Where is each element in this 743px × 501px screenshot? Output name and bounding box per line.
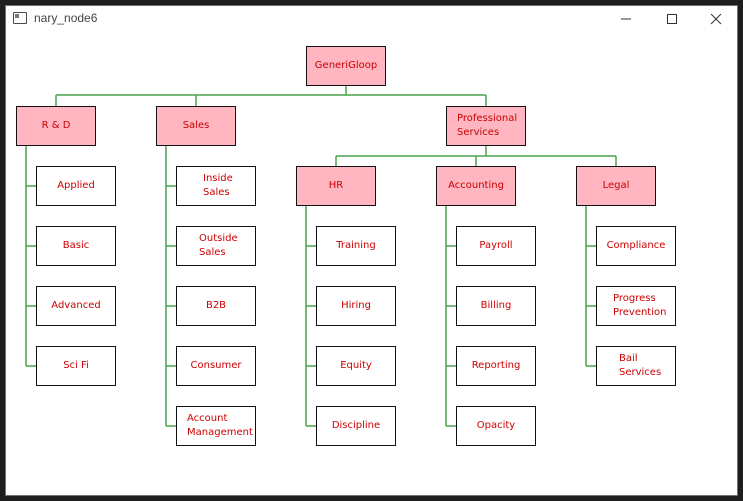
node-legal-progress-prevention[interactable]: Progress Prevention: [596, 286, 676, 326]
tree-canvas: GeneriGloop R & D Sales Professional Ser…: [6, 6, 737, 495]
node-rnd-advanced[interactable]: Advanced: [36, 286, 116, 326]
node-hr-training[interactable]: Training: [316, 226, 396, 266]
node-legal-compliance[interactable]: Compliance: [596, 226, 676, 266]
title-bar[interactable]: nary_node6: [6, 6, 737, 32]
node-accounting-reporting[interactable]: Reporting: [456, 346, 536, 386]
maximize-button[interactable]: [649, 6, 695, 32]
node-accounting[interactable]: Accounting: [436, 166, 516, 206]
node-rnd-applied[interactable]: Applied: [36, 166, 116, 206]
node-sales-outside[interactable]: Outside Sales: [176, 226, 256, 266]
node-accounting-opacity[interactable]: Opacity: [456, 406, 536, 446]
close-button[interactable]: [693, 6, 737, 32]
node-sales-consumer[interactable]: Consumer: [176, 346, 256, 386]
node-sales-account-management[interactable]: Account Management: [176, 406, 256, 446]
node-rnd[interactable]: R & D: [16, 106, 96, 146]
node-sales-b2b[interactable]: B2B: [176, 286, 256, 326]
node-accounting-billing[interactable]: Billing: [456, 286, 536, 326]
node-hr[interactable]: HR: [296, 166, 376, 206]
node-sales[interactable]: Sales: [156, 106, 236, 146]
minimize-icon: [621, 18, 631, 20]
node-accounting-payroll[interactable]: Payroll: [456, 226, 536, 266]
node-hr-discipline[interactable]: Discipline: [316, 406, 396, 446]
maximize-icon: [667, 14, 677, 24]
node-rnd-scifi[interactable]: Sci Fi: [36, 346, 116, 386]
window-title: nary_node6: [34, 11, 98, 25]
node-professional-services[interactable]: Professional Services: [446, 106, 526, 146]
minimize-button[interactable]: [603, 6, 649, 32]
window-icon: [13, 12, 27, 24]
node-root[interactable]: GeneriGloop: [306, 46, 386, 86]
node-legal[interactable]: Legal: [576, 166, 656, 206]
node-sales-inside[interactable]: Inside Sales: [176, 166, 256, 206]
node-legal-bail-services[interactable]: Bail Services: [596, 346, 676, 386]
close-icon: [710, 13, 722, 25]
app-window: nary_node6: [5, 5, 738, 496]
node-hr-equity[interactable]: Equity: [316, 346, 396, 386]
node-hr-hiring[interactable]: Hiring: [316, 286, 396, 326]
connector-lines: [25, 86, 617, 427]
node-rnd-basic[interactable]: Basic: [36, 226, 116, 266]
